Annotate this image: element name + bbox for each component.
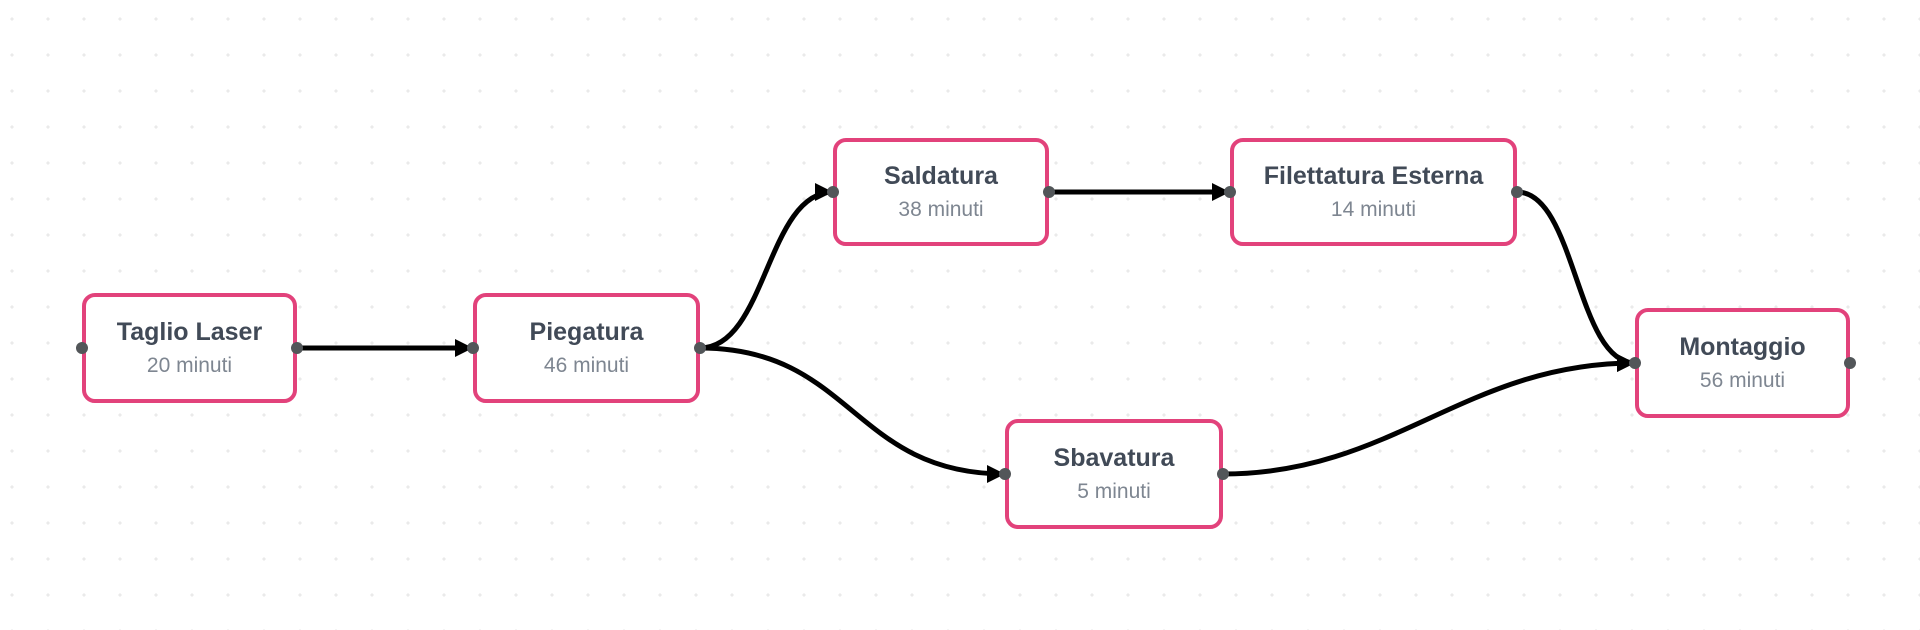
node-montaggio[interactable]: Montaggio 56 minuti xyxy=(1635,308,1850,418)
handle-left-piegatura[interactable] xyxy=(467,342,479,354)
handle-left-montaggio[interactable] xyxy=(1629,357,1641,369)
node-duration: 20 minuti xyxy=(146,353,233,377)
node-sbavatura[interactable]: Sbavatura 5 minuti xyxy=(1005,419,1223,529)
handle-right-filettatura-esterna[interactable] xyxy=(1511,186,1523,198)
handle-right-taglio-laser[interactable] xyxy=(291,342,303,354)
node-title: Piegatura xyxy=(529,318,644,347)
node-title: Sbavatura xyxy=(1053,444,1175,473)
node-title: Montaggio xyxy=(1679,333,1806,362)
handle-left-saldatura[interactable] xyxy=(827,186,839,198)
node-title: Saldatura xyxy=(884,162,998,191)
node-saldatura[interactable]: Saldatura 38 minuti xyxy=(833,138,1049,246)
node-duration: 5 minuti xyxy=(1077,479,1151,503)
handle-right-piegatura[interactable] xyxy=(694,342,706,354)
node-duration: 46 minuti xyxy=(543,353,630,377)
node-piegatura[interactable]: Piegatura 46 minuti xyxy=(473,293,700,403)
edge-sbavatura-montaggio[interactable] xyxy=(1220,354,1638,477)
handle-right-sbavatura[interactable] xyxy=(1217,468,1229,480)
edge-piegatura-saldatura[interactable] xyxy=(697,183,836,351)
handle-left-filettatura-esterna[interactable] xyxy=(1224,186,1236,198)
edge-piegatura-sbavatura[interactable] xyxy=(697,345,1008,483)
handle-right-montaggio[interactable] xyxy=(1844,357,1856,369)
node-title: Filettatura Esterna xyxy=(1263,162,1484,191)
node-filettatura-esterna[interactable]: Filettatura Esterna 14 minuti xyxy=(1230,138,1517,246)
node-duration: 56 minuti xyxy=(1699,368,1786,392)
handle-right-saldatura[interactable] xyxy=(1043,186,1055,198)
node-taglio-laser[interactable]: Taglio Laser 20 minuti xyxy=(82,293,297,403)
node-duration: 14 minuti xyxy=(1330,197,1417,221)
node-title: Taglio Laser xyxy=(116,318,263,347)
handle-left-sbavatura[interactable] xyxy=(999,468,1011,480)
handle-left-taglio-laser[interactable] xyxy=(76,342,88,354)
edge-filettatura-esterna-montaggio[interactable] xyxy=(1514,189,1638,372)
node-duration: 38 minuti xyxy=(898,197,984,221)
